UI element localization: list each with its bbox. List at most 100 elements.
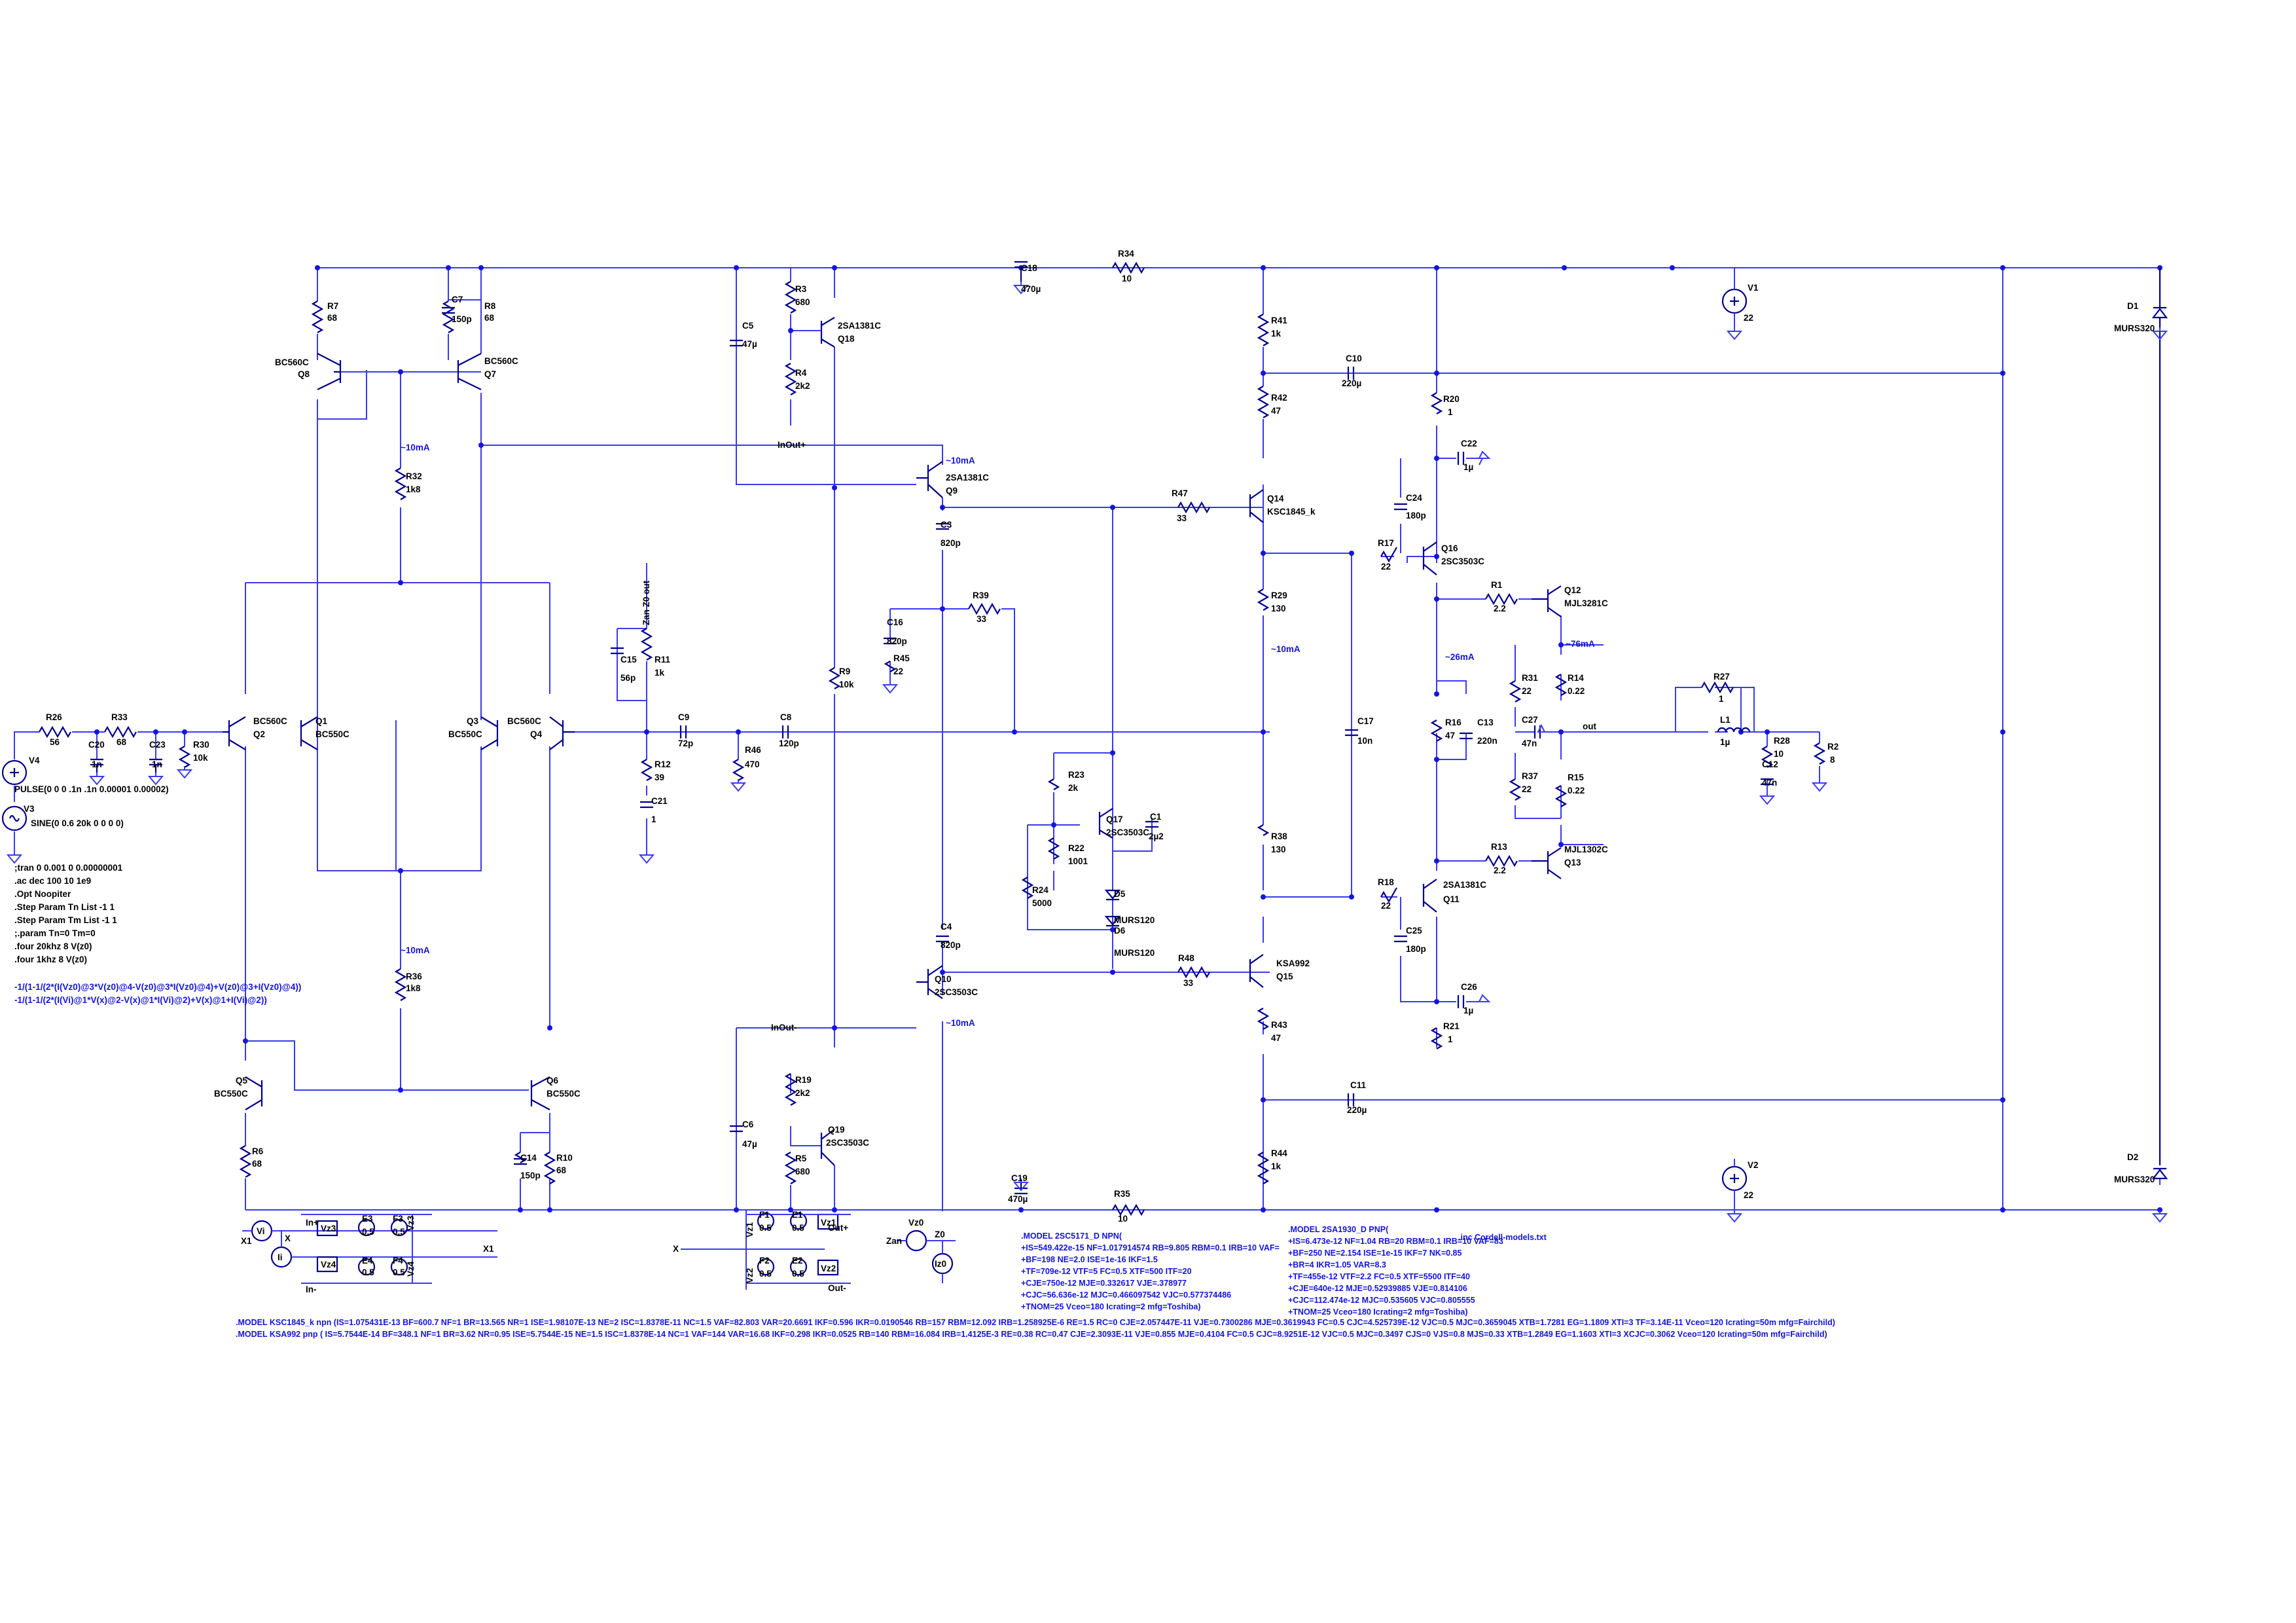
label-c26: C26 xyxy=(1461,982,1477,992)
label-r14: R14 xyxy=(1568,673,1584,683)
label-r44-value: 1k xyxy=(1271,1161,1282,1171)
current-driver: ~26mA xyxy=(1445,652,1475,662)
label-r16: R16 xyxy=(1445,718,1462,727)
label-c3: C3 xyxy=(941,520,952,530)
probe-vz0: Vz0 xyxy=(908,1218,924,1228)
label-r17: R17 xyxy=(1378,538,1394,548)
probe-ii: Ii xyxy=(278,1252,283,1262)
label-c18: C18 xyxy=(1021,263,1037,273)
transistor-symbols xyxy=(223,317,1562,1166)
label-q19: Q19 xyxy=(828,1125,845,1135)
probe-f3: F3 xyxy=(393,1214,403,1224)
label-q14-model: KSC1845_k xyxy=(1267,507,1316,517)
probe-iz0: Iz0 xyxy=(935,1259,946,1269)
label-r35-value: 10 xyxy=(1118,1214,1128,1224)
label-q2-id: Q2 xyxy=(253,729,265,739)
label-r38: R38 xyxy=(1271,831,1287,841)
label-r3: R3 xyxy=(795,284,807,294)
label-r29-value: 130 xyxy=(1271,604,1286,613)
probe-vz3b: Vz3 xyxy=(406,1215,416,1231)
label-r4-value: 2k2 xyxy=(795,381,810,391)
net-x-left: X xyxy=(285,1233,291,1243)
label-q10: Q10 xyxy=(935,974,952,984)
label-r15: R15 xyxy=(1568,773,1584,782)
label-c5-value: 47µ xyxy=(742,339,757,349)
probe-e2-gain: 0.5 xyxy=(792,1269,804,1279)
label-r20-value: 1 xyxy=(1448,407,1453,417)
net-labels: out Zan Z0 out InOut+ InOut- In+ In- Out… xyxy=(241,440,1596,1294)
label-v1: V1 xyxy=(1748,283,1759,293)
label-r32: R32 xyxy=(406,471,422,481)
current-r32: ~10mA xyxy=(401,443,430,452)
label-r13-value: 2.2 xyxy=(1494,866,1506,875)
label-r35: R35 xyxy=(1114,1189,1130,1199)
label-c16-value: 820p xyxy=(887,636,907,646)
label-q18: 2SA1381C xyxy=(838,321,881,331)
label-q16: Q16 xyxy=(1441,543,1458,553)
diode-symbols xyxy=(1104,268,2168,1180)
label-c12-value: 47n xyxy=(1762,778,1777,788)
label-q11-id: Q11 xyxy=(1443,894,1460,904)
label-r42: R42 xyxy=(1271,393,1287,403)
label-r18-value: 22 xyxy=(1381,901,1391,911)
label-r39-value: 33 xyxy=(977,614,987,624)
label-q15-id: Q15 xyxy=(1276,972,1293,981)
label-d1: D1 xyxy=(2127,301,2139,311)
label-r12-value: 39 xyxy=(655,773,664,782)
model-2sc5171-l7: +TNOM=25 Vceo=180 Icrating=2 mfg=Toshiba… xyxy=(1021,1302,1201,1311)
label-c8: C8 xyxy=(780,712,792,722)
label-r32-value: 1k8 xyxy=(406,484,421,494)
model-ksa992: .MODEL KSA992 pnp ( IS=5.7544E-14 BF=348… xyxy=(236,1330,1827,1339)
probe-f2: F2 xyxy=(759,1256,770,1266)
directive-four-20k: .four 20khz 8 V(z0) xyxy=(14,941,92,951)
label-r8: R8 xyxy=(484,301,496,311)
label-r21: R21 xyxy=(1443,1021,1460,1031)
net-inout-minus: InOut- xyxy=(771,1023,797,1032)
net-out-plus: Out+ xyxy=(828,1223,848,1233)
label-r12: R12 xyxy=(655,759,671,769)
current-output: ~76mA xyxy=(1566,639,1595,649)
label-q19-model: 2SC3503C xyxy=(826,1138,869,1148)
label-r27-value: 1 xyxy=(1719,694,1724,704)
probe-f3-gain: 0.5 xyxy=(393,1227,405,1237)
net-out-minus: Out- xyxy=(828,1283,846,1293)
label-r45: R45 xyxy=(893,653,910,663)
label-r28: R28 xyxy=(1774,736,1790,746)
model-2sc5171-l4: +TF=709e-12 VTF=5 FC=0.5 XTF=500 ITF=20 xyxy=(1021,1267,1192,1276)
probe-labels: Vi Ii Vz3 Vz4 E3 0.5 F3 0.5 E4 0.5 F4 0.… xyxy=(257,1210,946,1283)
label-q3-model: BC550C xyxy=(448,729,482,739)
label-q15: KSA992 xyxy=(1276,958,1310,968)
label-c4: C4 xyxy=(941,922,952,932)
label-r33-value: 68 xyxy=(117,737,127,747)
probe-vz4b: Vz4 xyxy=(406,1261,416,1277)
label-q13-id: Q13 xyxy=(1564,858,1581,867)
label-c16: C16 xyxy=(887,617,903,627)
net-zan-z0-out: Zan Z0 out xyxy=(641,580,651,625)
probe-f2-gain: 0.5 xyxy=(759,1269,772,1279)
expression-zout: -1/(1-1/(2*(I(Vz0)@3*V(z0)@4-V(z0)@3*I(V… xyxy=(14,982,301,992)
spice-model-blocks: .MODEL 2SC5171_D NPN( +IS=549.422e-15 NF… xyxy=(236,1225,1835,1339)
v3-sine-spec: SINE(0 0.6 20k 0 0 0 0) xyxy=(31,818,124,828)
model-2sa1930-l4: +BR=4 IKR=1.05 VAR=8.3 xyxy=(1288,1260,1386,1269)
label-c15-value: 56p xyxy=(620,673,636,683)
net-x1-mid: X1 xyxy=(483,1244,494,1254)
label-r2: R2 xyxy=(1827,742,1839,752)
directive-step-tn: .Step Param Tn List -1 1 xyxy=(14,902,115,912)
directive-tran: ;tran 0 0.001 0 0.00000001 xyxy=(14,863,123,873)
label-c21-value: 1 xyxy=(651,814,656,824)
label-v2-value: 22 xyxy=(1744,1190,1753,1200)
probe-vz2b: Vz2 xyxy=(745,1268,755,1283)
label-q9: 2SA1381C xyxy=(946,473,989,483)
label-c25-value: 180p xyxy=(1406,944,1426,954)
label-c20: C20 xyxy=(88,740,105,750)
label-q1: Q1 xyxy=(315,716,328,726)
current-r36: ~10mA xyxy=(401,945,430,955)
probe-f4-gain: 0.5 xyxy=(393,1267,405,1277)
label-r22-value: 1001 xyxy=(1068,856,1088,866)
label-q3: Q3 xyxy=(467,716,479,726)
net-x-mid: X xyxy=(673,1244,679,1254)
label-d2: D2 xyxy=(2127,1152,2138,1162)
label-c7-value: 150p xyxy=(452,314,472,324)
net-in-minus: In- xyxy=(306,1285,317,1294)
label-r15-value: 0.22 xyxy=(1568,786,1585,795)
